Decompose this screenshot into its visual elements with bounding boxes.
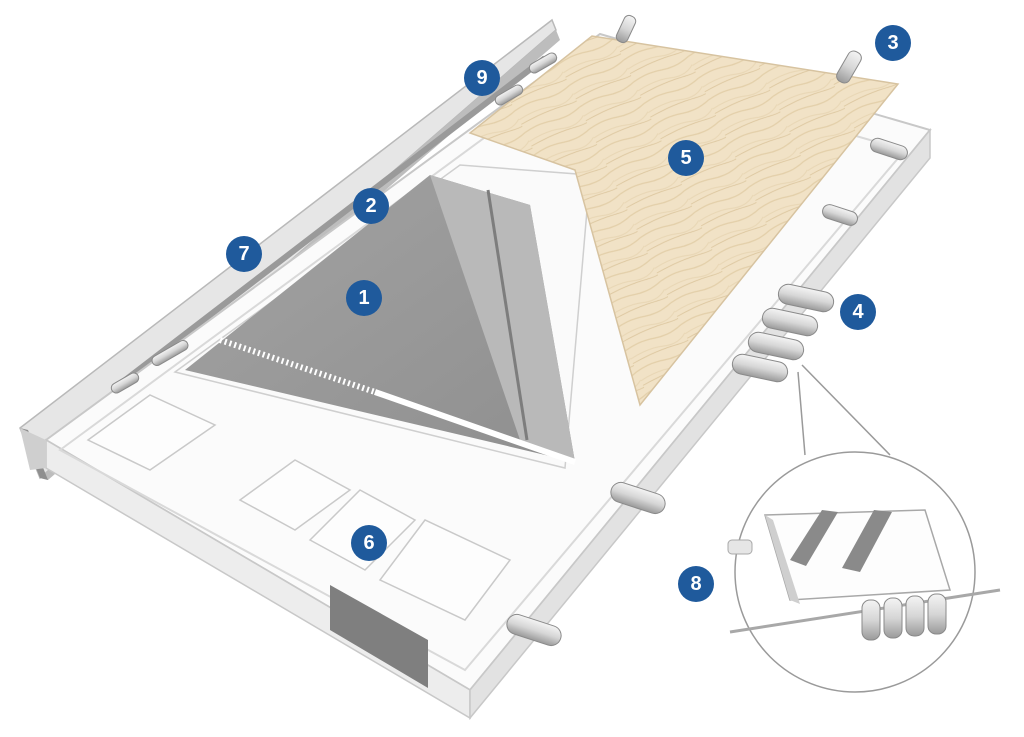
badge-9-label: 9 bbox=[476, 67, 487, 89]
badge-2: 2 bbox=[353, 188, 389, 224]
badge-9: 9 bbox=[464, 60, 500, 96]
mirror-panel bbox=[185, 175, 576, 465]
badge-7-label: 7 bbox=[238, 243, 249, 265]
badge-8: 8 bbox=[678, 566, 714, 602]
badge-8-label: 8 bbox=[690, 573, 701, 595]
badge-5-label: 5 bbox=[680, 147, 691, 169]
badge-7: 7 bbox=[226, 236, 262, 272]
pegs bbox=[110, 14, 908, 647]
badge-6-label: 6 bbox=[363, 532, 374, 554]
badge-2-label: 2 bbox=[365, 195, 376, 217]
compartments bbox=[86, 394, 512, 621]
badge-6: 6 bbox=[351, 525, 387, 561]
wood-panel bbox=[468, 35, 900, 407]
badge-1-label: 1 bbox=[358, 287, 369, 309]
badge-3: 3 bbox=[875, 25, 911, 61]
badge-5: 5 bbox=[668, 140, 704, 176]
badge-4: 4 bbox=[840, 294, 876, 330]
badge-1: 1 bbox=[346, 280, 382, 316]
badge-4-label: 4 bbox=[852, 301, 864, 323]
badge-3-label: 3 bbox=[887, 32, 898, 54]
detail-leader-lines bbox=[797, 364, 891, 456]
detail-inset bbox=[727, 451, 1001, 693]
